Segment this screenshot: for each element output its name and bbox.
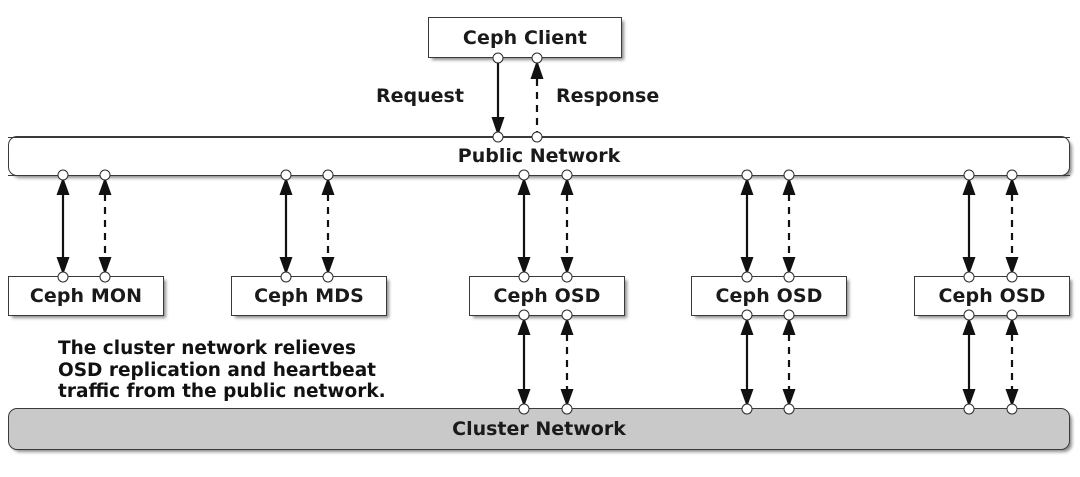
arrow-public-osd2-dashed: [781, 176, 799, 276]
port-osd1-bottom-b: [561, 309, 573, 321]
port-mds-top-a: [280, 271, 292, 283]
public-network-bar[interactable]: Public Network: [8, 136, 1070, 176]
port-public-bottom-osd1-a: [518, 169, 530, 181]
port-osd1-top-b: [561, 271, 573, 283]
port-cluster-osd1-a: [518, 403, 530, 415]
edge-label-response: Response: [556, 85, 660, 107]
port-public-bottom-mds-a: [280, 169, 292, 181]
port-public-bottom-mon-a: [57, 169, 69, 181]
public-bar-bottom-rule: [8, 175, 1070, 176]
port-osd1-top-a: [518, 271, 530, 283]
port-cluster-osd3-a: [963, 403, 975, 415]
port-public-top-request: [492, 131, 504, 143]
arrow-cluster-osd2-solid: [739, 316, 757, 408]
edge-label-request: Request: [376, 85, 464, 107]
port-osd3-bottom-b: [1006, 309, 1018, 321]
node-ceph-client-label: Ceph Client: [462, 26, 588, 49]
port-osd1-bottom-a: [518, 309, 530, 321]
node-ceph-client[interactable]: Ceph Client: [428, 17, 622, 58]
node-ceph-osd-3-label: Ceph OSD: [938, 285, 1046, 307]
arrow-public-mds-solid: [278, 176, 296, 276]
port-client-response: [531, 52, 543, 64]
arrow-public-osd1-solid: [516, 176, 534, 276]
port-public-bottom-osd2-a: [741, 169, 753, 181]
node-ceph-osd-1[interactable]: Ceph OSD: [469, 276, 625, 316]
arrow-response-up: [529, 58, 547, 138]
arrow-public-mds-dashed: [320, 176, 338, 276]
node-ceph-mds-label: Ceph MDS: [254, 285, 364, 307]
port-cluster-osd1-b: [561, 403, 573, 415]
node-ceph-osd-2[interactable]: Ceph OSD: [691, 276, 847, 316]
arrow-public-osd3-dashed: [1004, 176, 1022, 276]
port-public-bottom-mds-b: [322, 169, 334, 181]
node-ceph-osd-2-label: Ceph OSD: [715, 285, 823, 307]
arrow-public-mon-dashed: [97, 176, 115, 276]
port-client-request: [492, 52, 504, 64]
public-network-label: Public Network: [457, 145, 621, 167]
port-public-bottom-mon-b: [99, 169, 111, 181]
cluster-network-label: Cluster Network: [452, 418, 626, 440]
port-cluster-osd2-a: [741, 403, 753, 415]
arrow-cluster-osd1-solid: [516, 316, 534, 408]
cluster-network-annotation: The cluster network relieves OSD replica…: [58, 338, 386, 403]
arrow-request-down: [490, 58, 508, 138]
port-public-top-response: [531, 131, 543, 143]
port-osd3-top-a: [963, 271, 975, 283]
arrow-cluster-osd3-solid: [961, 316, 979, 408]
port-cluster-osd2-b: [783, 403, 795, 415]
node-ceph-mon[interactable]: Ceph MON: [8, 276, 164, 316]
arrow-cluster-osd3-dashed: [1004, 316, 1022, 408]
port-public-bottom-osd3-a: [963, 169, 975, 181]
port-osd2-bottom-a: [741, 309, 753, 321]
port-public-bottom-osd2-b: [783, 169, 795, 181]
arrow-public-osd3-solid: [961, 176, 979, 276]
port-mon-top-b: [99, 271, 111, 283]
port-mon-top-a: [57, 271, 69, 283]
arrow-public-osd1-dashed: [559, 176, 577, 276]
arrow-cluster-osd1-dashed: [559, 316, 577, 408]
port-osd2-top-a: [741, 271, 753, 283]
node-ceph-mds[interactable]: Ceph MDS: [231, 276, 387, 316]
port-osd3-top-b: [1006, 271, 1018, 283]
node-ceph-osd-3[interactable]: Ceph OSD: [914, 276, 1070, 316]
port-osd3-bottom-a: [963, 309, 975, 321]
node-ceph-mon-label: Ceph MON: [29, 285, 143, 307]
arrow-public-mon-solid: [55, 176, 73, 276]
arrow-public-osd2-solid: [739, 176, 757, 276]
port-cluster-osd3-b: [1006, 403, 1018, 415]
port-public-bottom-osd3-b: [1006, 169, 1018, 181]
port-osd2-top-b: [783, 271, 795, 283]
node-ceph-osd-1-label: Ceph OSD: [493, 285, 601, 307]
port-mds-top-b: [322, 271, 334, 283]
cluster-network-bar[interactable]: Cluster Network: [8, 408, 1070, 450]
arrow-cluster-osd2-dashed: [781, 316, 799, 408]
port-osd2-bottom-b: [783, 309, 795, 321]
port-public-bottom-osd1-b: [561, 169, 573, 181]
